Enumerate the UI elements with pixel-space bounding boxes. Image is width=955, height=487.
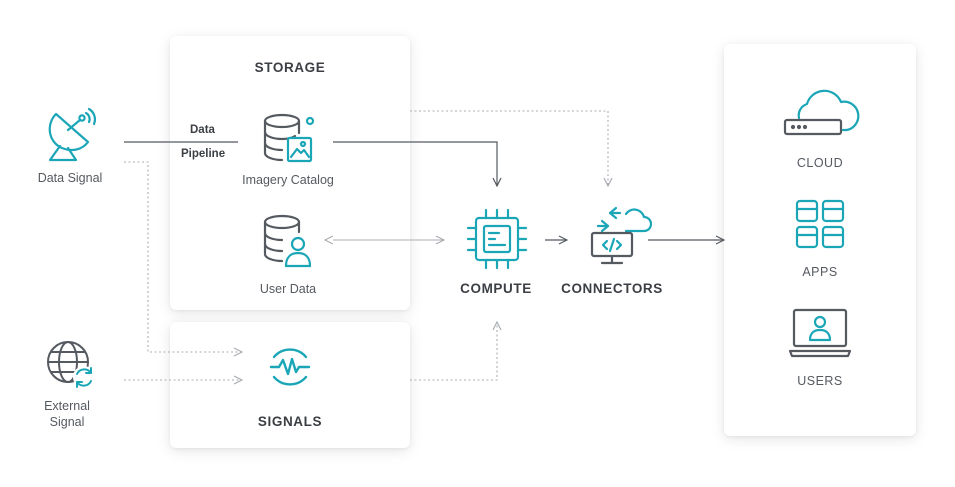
storage-title: STORAGE [254,60,326,75]
cloud-label: CLOUD [796,156,844,170]
database-user-icon [262,212,318,270]
cloud-server-icon [781,89,861,146]
cpu-chip-icon [466,208,528,270]
user-laptop-icon [788,307,852,359]
connectors-label: CONNECTORS [561,281,663,296]
imagery-catalog-label: Imagery Catalog [242,173,334,187]
pulse-wave-icon [265,342,315,392]
external-signal-label-1: External [44,399,90,413]
compute-label: COMPUTE [460,281,532,296]
apps-grid-icon [794,198,846,250]
users-label: USERS [797,374,843,388]
external-signal-label-2: Signal [49,415,85,429]
signals-to-compute [410,322,497,381]
database-image-icon [262,111,318,167]
imagery-to-compute [333,141,497,186]
pipeline-label-2: Pipeline [181,148,226,160]
storage-to-connectors [410,110,608,186]
pipeline-label-1: Data [190,124,215,136]
signals-title: SIGNALS [257,414,323,429]
apps-label: APPS [802,265,838,279]
satellite-dish-icon [42,107,100,164]
datasignal-to-signals [124,161,242,352]
cloud-code-icon [586,205,653,267]
globe-sync-icon [44,338,98,390]
data-signal-label: Data Signal [37,171,103,185]
outputs-card [724,44,916,436]
user-data-label: User Data [259,282,317,296]
